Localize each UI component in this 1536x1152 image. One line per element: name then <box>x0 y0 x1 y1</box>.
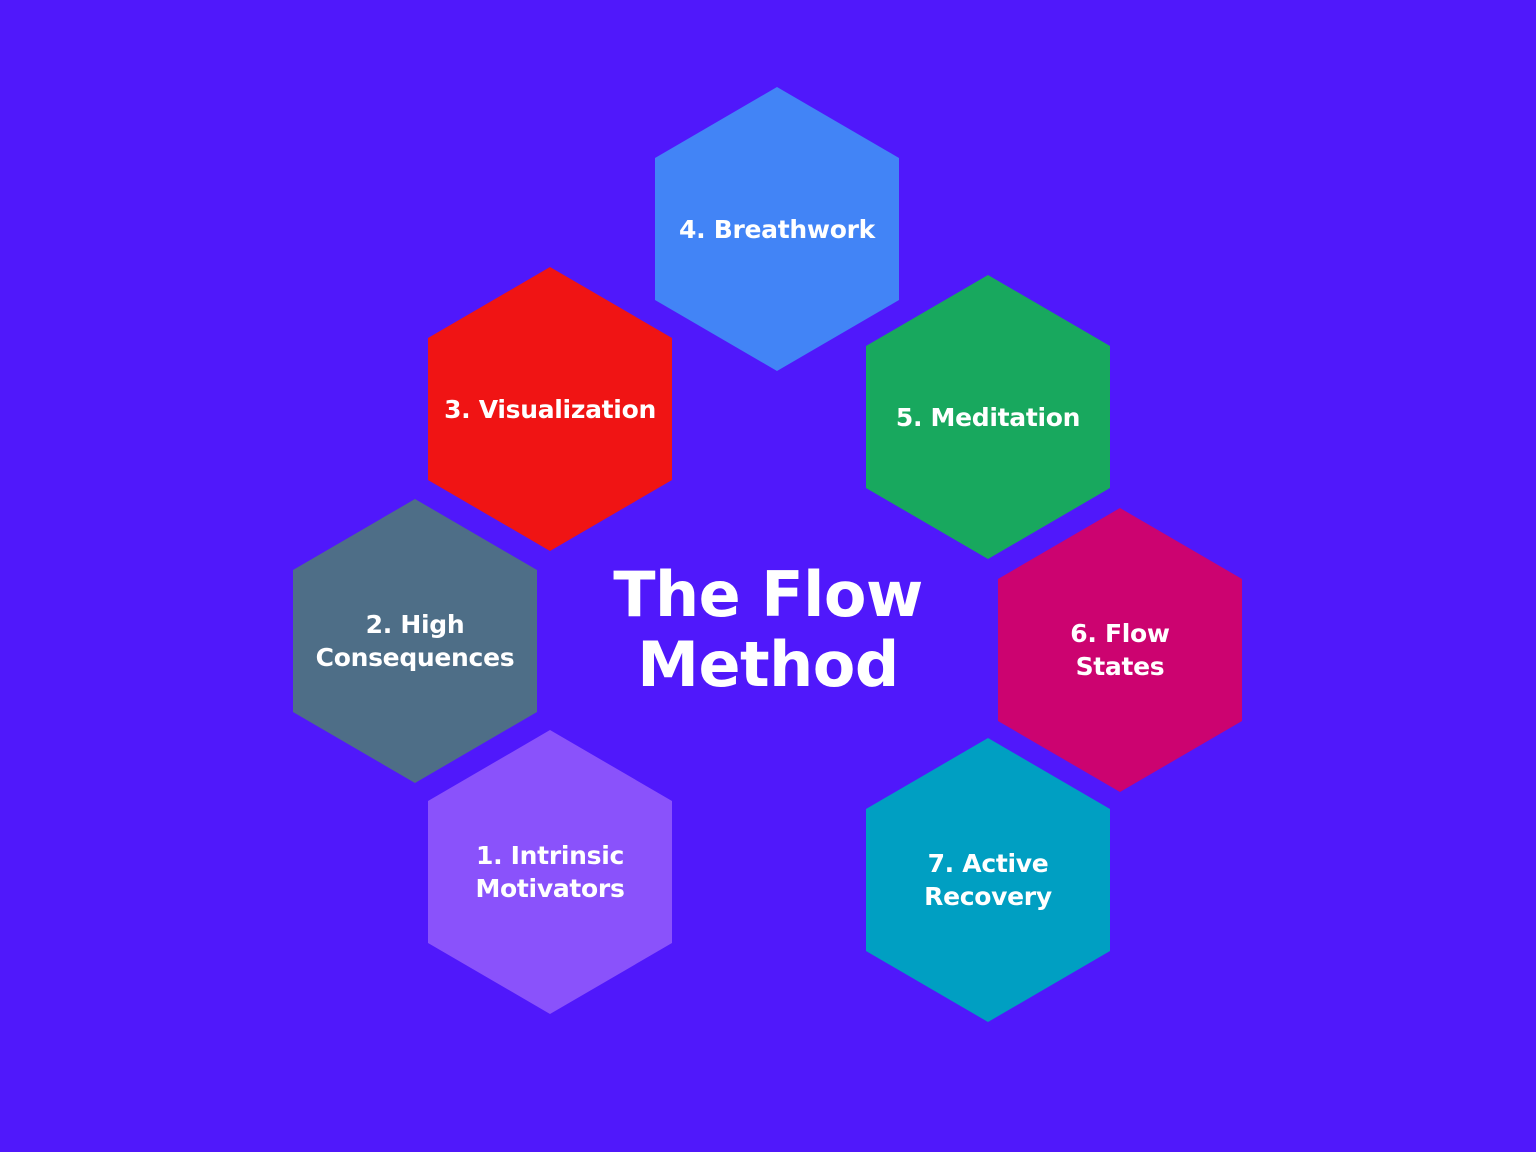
step-6-label: 6. Flow States <box>1070 619 1170 681</box>
hexagon-step-3: 3. Visualization <box>428 267 672 551</box>
hexagon-step-7: 7. Active Recovery <box>866 738 1110 1022</box>
hexagon-step-1: 1. Intrinsic Motivators <box>428 730 672 1014</box>
hexagon-step-6: 6. Flow States <box>998 508 1242 792</box>
step-3-label: 3. Visualization <box>444 394 656 424</box>
step-2-label: 2. High Consequences <box>315 610 515 672</box>
hexagon-step-2: 2. High Consequences <box>293 499 537 783</box>
step-1-label: 1. Intrinsic Motivators <box>475 841 625 903</box>
diagram-title: The Flow Method <box>613 558 923 701</box>
step-4-label: 4. Breathwork <box>679 214 875 244</box>
step-5-label: 5. Meditation <box>895 402 1081 432</box>
hexagon-step-4: 4. Breathwork <box>655 87 899 371</box>
hexagon-step-5: 5. Meditation <box>866 275 1110 559</box>
step-7-label: 7. Active Recovery <box>924 849 1052 911</box>
